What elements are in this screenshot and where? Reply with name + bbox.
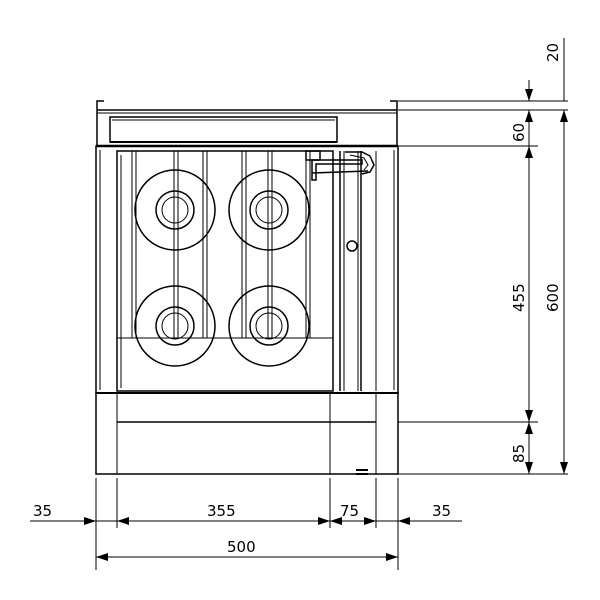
dim-label-plinth-height: 85 bbox=[510, 444, 528, 463]
dim-plinth-height: 85 bbox=[510, 422, 533, 474]
horizontal-dimensions: 35 355 75 35 500 bbox=[30, 478, 462, 570]
hob-panel bbox=[116, 150, 334, 392]
dim-label-right-strip: 75 bbox=[340, 502, 359, 520]
dim-total-height: 600 bbox=[544, 110, 568, 474]
burner-top-right bbox=[228, 169, 310, 251]
burner-top-left bbox=[134, 169, 216, 251]
dim-label-total-height: 600 bbox=[544, 283, 562, 312]
machine-front-view bbox=[95, 100, 399, 475]
control-panel-strip bbox=[109, 116, 338, 143]
dim-label-oven-height: 455 bbox=[510, 283, 528, 312]
dim-label-top-gap: 20 bbox=[544, 43, 562, 62]
control-knob-icon bbox=[346, 240, 358, 252]
vertical-dimensions: 20 60 455 85 600 bbox=[398, 38, 568, 475]
right-control-column bbox=[339, 151, 377, 391]
dim-label-total-width: 500 bbox=[227, 538, 256, 556]
dim-body-width: 355 bbox=[117, 502, 330, 525]
dim-oven-height: 455 bbox=[510, 146, 533, 422]
dim-left-margin: 35 bbox=[30, 502, 117, 525]
dim-label-body-width: 355 bbox=[207, 502, 236, 520]
dim-label-left-margin: 35 bbox=[33, 502, 52, 520]
dim-top-section: 60 bbox=[510, 110, 530, 146]
dim-right-margin: 35 bbox=[376, 502, 462, 525]
dim-total-width: 500 bbox=[96, 538, 398, 561]
dim-label-right-margin: 35 bbox=[432, 502, 451, 520]
plinth bbox=[95, 392, 399, 475]
water-tap-icon bbox=[305, 150, 375, 181]
main-body bbox=[95, 144, 399, 394]
burner-bottom-left bbox=[134, 285, 216, 367]
dim-top-gap: 20 bbox=[525, 38, 565, 131]
dim-right-strip: 75 bbox=[330, 502, 376, 525]
dim-label-top-section: 60 bbox=[510, 123, 528, 142]
burner-bottom-right bbox=[228, 285, 310, 367]
top-edge bbox=[96, 100, 398, 146]
